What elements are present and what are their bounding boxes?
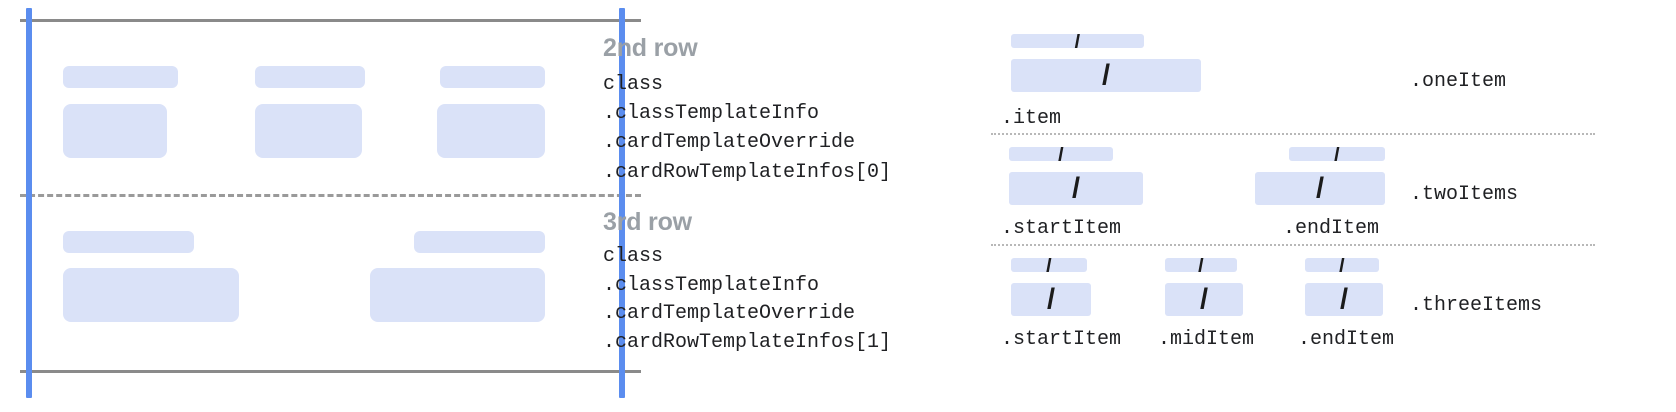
annotation-1-line-3: .cardRowTemplateInfos[1]	[603, 331, 892, 354]
annotation-0-line-1: .classTemplateInfo	[603, 102, 820, 125]
slash-icon: /	[1199, 283, 1209, 315]
row3-col1-bar	[63, 231, 194, 253]
row2-col2-box	[255, 104, 362, 158]
annotation-0-line-0: class	[603, 73, 664, 96]
slash-icon: /	[1198, 258, 1204, 272]
annotation-0-line-3: .cardRowTemplateInfos[0]	[603, 161, 892, 184]
variant-1-slot-1-box: /	[1255, 172, 1385, 205]
row2-col3-box	[437, 104, 545, 158]
row3-col2-box	[370, 268, 545, 322]
card-right-guide	[619, 8, 625, 398]
slash-icon: /	[1058, 147, 1064, 161]
slash-icon: /	[1074, 34, 1081, 48]
slash-icon: /	[1339, 283, 1349, 315]
variant-0-slot-0-box: /	[1011, 59, 1201, 92]
card-frame	[0, 0, 660, 412]
variant-1-slot-0-box: /	[1009, 172, 1143, 205]
variant-2-slot-2-bar: /	[1305, 258, 1379, 272]
slash-icon: /	[1334, 147, 1340, 161]
variant-2-slot-2-box: /	[1305, 283, 1383, 316]
card-left-guide	[26, 8, 32, 398]
slash-icon: /	[1046, 258, 1052, 272]
row2-col1-box	[63, 104, 167, 158]
annotation-0-heading: 2nd row	[603, 34, 698, 62]
variant-1-slot-0-bar: /	[1009, 147, 1113, 161]
variant-1-slot-1-bar: /	[1289, 147, 1385, 161]
row3-col1-box	[63, 268, 239, 322]
variant-0-name: .oneItem	[1410, 70, 1507, 93]
row3-col2-bar	[414, 231, 545, 253]
row2-col3-bar	[440, 66, 545, 88]
variant-separator-0	[991, 133, 1595, 135]
annotation-1-heading: 3rd row	[603, 208, 692, 236]
variant-2-slot-0-caption: .startItem	[1001, 328, 1122, 351]
slash-icon: /	[1315, 172, 1325, 204]
row2-col2-bar	[255, 66, 365, 88]
annotation-1-line-2: .cardTemplateOverride	[603, 302, 856, 325]
annotation-0-line-2: .cardTemplateOverride	[603, 131, 856, 154]
card-row-separator	[20, 194, 641, 197]
variant-0-slot-0-caption: .item	[1001, 107, 1062, 130]
variant-2-name: .threeItems	[1410, 294, 1543, 317]
variant-2-slot-0-box: /	[1011, 283, 1091, 316]
card-top-rule	[20, 19, 641, 22]
slash-icon: /	[1046, 283, 1056, 315]
annotation-1-line-0: class	[603, 245, 664, 268]
slash-icon: /	[1071, 172, 1081, 204]
variant-1-slot-1-caption: .endItem	[1283, 217, 1380, 240]
variants-panel: / / .item .oneItem / / .startItem / / .e…	[953, 0, 1676, 412]
variant-1-name: .twoItems	[1410, 183, 1519, 206]
slash-icon: /	[1101, 59, 1111, 91]
variant-separator-1	[991, 244, 1595, 246]
variant-2-slot-1-box: /	[1165, 283, 1243, 316]
slash-icon: /	[1339, 258, 1345, 272]
row2-col1-bar	[63, 66, 178, 88]
annotation-column: 2nd row class .classTemplateInfo .cardTe…	[603, 0, 953, 412]
variant-2-slot-1-caption: .midItem	[1158, 328, 1255, 351]
variant-2-slot-2-caption: .endItem	[1298, 328, 1395, 351]
variant-1-slot-0-caption: .startItem	[1001, 217, 1122, 240]
variant-2-slot-1-bar: /	[1165, 258, 1237, 272]
card-bottom-rule	[20, 370, 641, 373]
annotation-1-line-1: .classTemplateInfo	[603, 274, 820, 297]
variant-2-slot-0-bar: /	[1011, 258, 1087, 272]
variant-0-slot-0-bar: /	[1011, 34, 1144, 48]
